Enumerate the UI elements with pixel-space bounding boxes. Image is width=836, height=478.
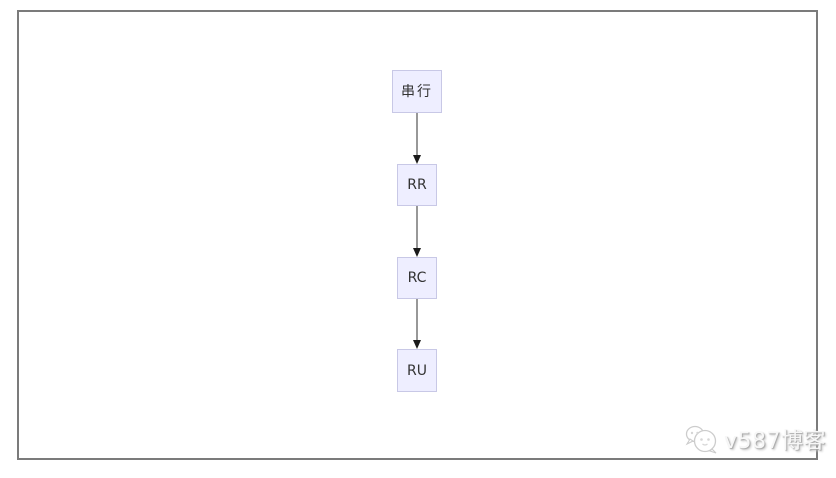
flow-node-serial-label: 串行: [401, 83, 433, 100]
watermark: v587博客: [684, 422, 826, 456]
flow-node-rr-label: RR: [407, 177, 427, 193]
mascot-chat-icon: [685, 425, 717, 454]
flow-node-rc: RC: [397, 257, 437, 299]
flow-node-serial: 串行: [392, 70, 442, 113]
flow-node-rc-label: RC: [407, 270, 427, 286]
watermark-text: v587博客: [724, 429, 827, 454]
flow-node-rr: RR: [397, 164, 437, 206]
flow-node-ru: RU: [397, 349, 437, 392]
flow-node-ru-label: RU: [407, 362, 427, 379]
